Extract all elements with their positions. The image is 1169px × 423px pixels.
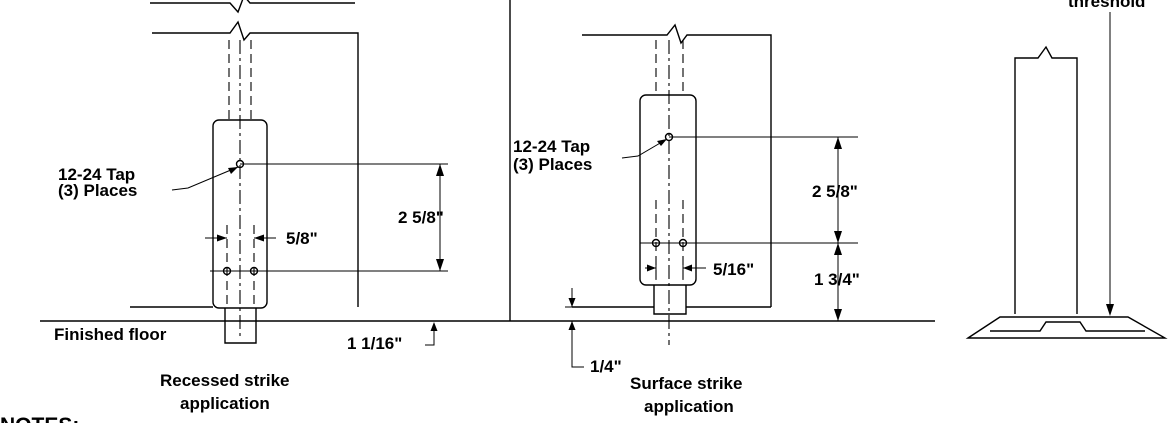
dim-mid-floor-label: 1/4": [590, 357, 622, 376]
dim-width-arrowhead-left: [217, 234, 227, 242]
upper-frame-fragment: [150, 0, 355, 14]
surface-label-line2: application: [644, 397, 734, 416]
tap-label-mid-line1: 12-24 Tap: [513, 137, 590, 156]
strike-bolt-pocket: [224, 308, 257, 344]
surface-strike-view: [565, 23, 858, 368]
mid-dim-lower-arrow-bottom: [834, 309, 842, 321]
tap-label-left-line1: 12-24 Tap: [58, 165, 135, 184]
mid-dim-lower-arrow-top: [834, 243, 842, 255]
tap-leader-mid-arrow: [657, 139, 667, 146]
mid-dim-width-arrow-right: [683, 264, 692, 272]
tap-leader-left: [171, 166, 239, 191]
recessed-label-line2: application: [180, 394, 270, 413]
door-edge: [1014, 45, 1078, 314]
strike-body: [212, 119, 268, 309]
recessed-label-line1: Recessed strike: [160, 371, 289, 390]
door-frame-outline: [152, 20, 359, 307]
frame-outline-mid: [582, 23, 772, 307]
dim-height-arrow-top: [436, 164, 444, 176]
notes-heading: NOTES:: [0, 414, 79, 423]
dim-mid-lower-label: 1 3/4": [814, 270, 860, 289]
surface-strike-bolt: [653, 285, 687, 315]
mid-dim-floor-arrow-bottom: [568, 321, 576, 330]
dim-width-arrowhead-right: [254, 234, 264, 242]
threshold-height-arrow: [1106, 304, 1114, 316]
threshold-label: threshold: [1068, 0, 1145, 11]
dim-floor-arrow: [430, 322, 438, 331]
surface-label-line1: Surface strike: [630, 374, 742, 393]
dim-left-width-label: 5/8": [286, 229, 318, 248]
dim-left-height-label: 2 5/8": [398, 208, 444, 227]
dim-height-arrow-bottom: [436, 259, 444, 271]
tap-leader-mid: [621, 138, 668, 159]
recessed-strike-view: [130, 0, 448, 346]
dim-mid-width-label: 5/16": [713, 260, 754, 279]
dim-left-floor-label: 1 1/16": [347, 334, 402, 353]
mid-dim-width-arrow-left: [647, 264, 656, 272]
tap-label-left-line2: (3) Places: [58, 181, 137, 200]
mid-dim-floor-leader: [571, 321, 584, 368]
tap-leader-left-arrow: [228, 167, 238, 174]
mid-dim-height-arrow-top: [834, 137, 842, 149]
threshold-profile: [965, 316, 1168, 339]
surface-strike-body: [639, 94, 697, 286]
mid-dim-height-arrow-bottom: [834, 231, 842, 243]
dim-mid-height-label: 2 5/8": [812, 182, 858, 201]
threshold-view: [965, 12, 1168, 339]
tap-label-mid-line2: (3) Places: [513, 155, 592, 174]
mid-dim-floor-arrow-top: [568, 298, 576, 307]
finished-floor-label: Finished floor: [54, 325, 167, 344]
